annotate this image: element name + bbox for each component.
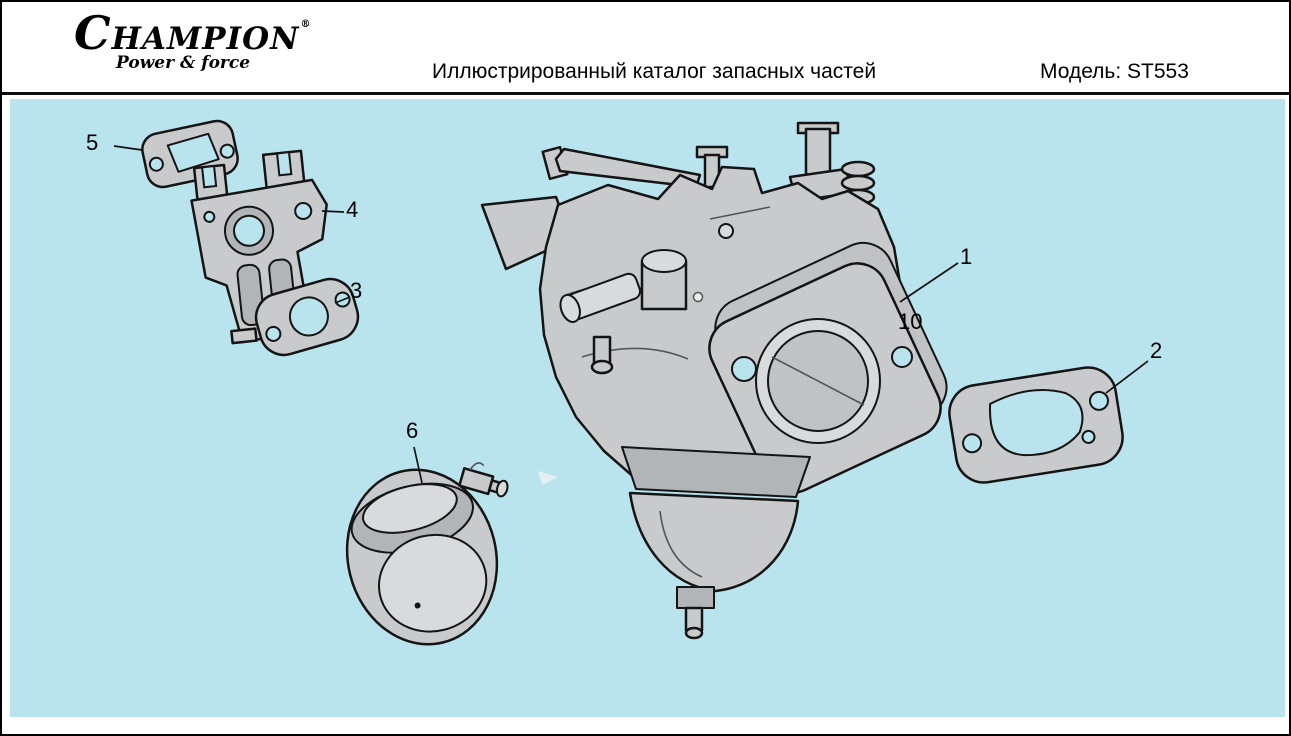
parts-diagram	[113, 119, 1149, 646]
page-header: CHAMPION® Power & force Иллюстрированный…	[2, 2, 1289, 95]
callout-6: 6	[406, 418, 419, 443]
logo-text: CHAMPION	[74, 6, 300, 60]
leader-lines	[113, 145, 1149, 484]
callout-2: 2	[1150, 338, 1163, 363]
logo-wordmark: CHAMPION®	[74, 6, 312, 60]
model-label: Модель: ST553	[1040, 60, 1189, 83]
float-bowl	[628, 491, 800, 593]
champion-logo: CHAMPION® Power & force	[74, 6, 312, 73]
gasket-part-3	[254, 277, 360, 357]
callout-4: 4	[346, 197, 359, 222]
bowl-shoulder	[621, 446, 811, 498]
logo-tagline: Power & force	[116, 53, 251, 73]
callout-10: 10	[898, 309, 923, 334]
callout-1: 1	[960, 244, 973, 269]
gasket-part-2	[948, 366, 1124, 484]
callout-5: 5	[86, 130, 99, 155]
document-title: Иллюстрированный каталог запасных частей	[432, 60, 877, 83]
highlight-artifact	[538, 471, 558, 485]
primer-bulb-part-6	[345, 462, 509, 646]
registered-mark: ®	[300, 19, 312, 30]
drain-bolt	[676, 586, 715, 640]
fuel-inlet	[559, 272, 642, 323]
carburetor-part-1	[480, 121, 948, 640]
callout-3: 3	[350, 278, 363, 303]
diagram-panel: 5 4 3 6 1 10 2	[10, 99, 1285, 717]
